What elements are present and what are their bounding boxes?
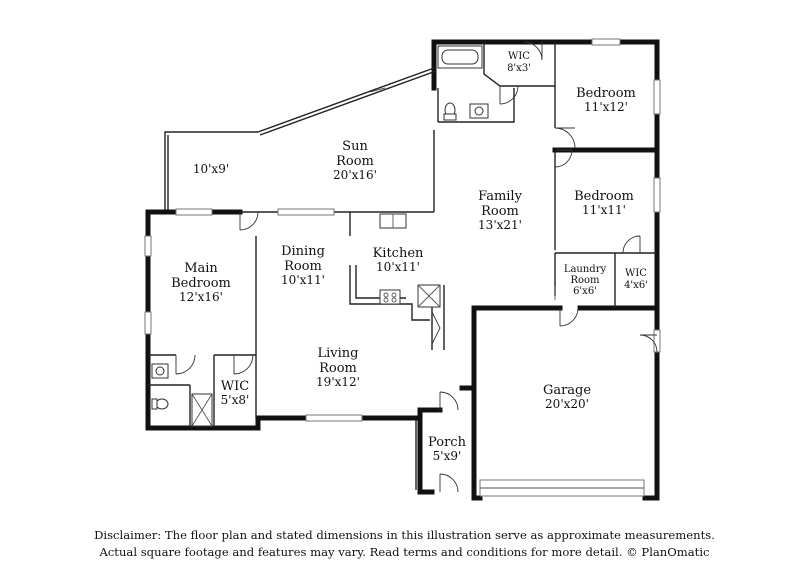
wall-sun-angled-inner	[259, 70, 437, 136]
floor-plan: WIC 8'x3' Bedroom 11'x12' Sun Room 20'x1…	[144, 38, 661, 501]
door-wic-main	[233, 354, 254, 375]
dining-room-label-1: Dining	[281, 244, 325, 259]
door-pantry	[431, 311, 441, 345]
bathtub-basin	[441, 49, 479, 65]
dining-room-label-2: Room	[284, 259, 322, 274]
door-porch	[439, 391, 459, 411]
bedroom-upper-dim: 11'x12'	[584, 100, 628, 114]
dining-room-dim: 10'x11'	[281, 273, 325, 287]
living-room-dim: 19'x12'	[316, 375, 360, 389]
shower-cross	[191, 393, 213, 427]
fixtures	[151, 45, 556, 427]
wall-porch-left	[417, 407, 435, 495]
door-main-bath	[175, 354, 196, 375]
disclaimer-line-2: Actual square footage and features may v…	[99, 545, 710, 559]
sun-room-label-1: Sun	[342, 139, 368, 154]
wall-bath-bottom	[438, 88, 515, 123]
wic-right-dim: 4'x6'	[624, 280, 648, 291]
window	[144, 311, 152, 335]
toilet-tank	[443, 113, 457, 121]
room-labels: WIC 8'x3' Bedroom 11'x12' Sun Room 20'x1…	[171, 51, 648, 463]
door-laundry	[559, 307, 579, 327]
sun-room-dim: 20'x16'	[333, 168, 377, 182]
main-bedroom-dim: 12'x16'	[179, 290, 223, 304]
doors	[175, 41, 658, 493]
bedroom-lower-dim: 11'x11'	[582, 203, 626, 217]
laundry-room-dim: 6'x6'	[573, 286, 597, 297]
window	[591, 38, 621, 46]
door-main	[239, 211, 259, 231]
living-room-label-2: Room	[319, 361, 357, 376]
burner	[391, 292, 397, 298]
wic-bath-dim: 8'x3'	[507, 63, 531, 74]
disclaimer: Disclaimer: The floor plan and stated di…	[0, 527, 809, 561]
wic-main-dim: 5'x8'	[221, 393, 250, 407]
burner	[383, 292, 389, 298]
main-bath-toilet-tank	[151, 398, 158, 410]
porch-dim: 5'x9'	[433, 449, 462, 463]
door-sun-room	[369, 87, 386, 93]
kitchen-label: Kitchen	[373, 246, 424, 261]
wic-right-label: WIC	[625, 268, 647, 279]
laundry-room-label-1: Laundry	[564, 264, 607, 275]
wall-garage-left	[471, 305, 483, 501]
main-bath-toilet	[155, 398, 169, 410]
porch-label: Porch	[428, 435, 467, 450]
wall-wic-top	[483, 42, 555, 87]
wall-sun-side	[164, 131, 258, 212]
wic-main-label: WIC	[221, 379, 249, 394]
door-garage-side	[639, 334, 658, 353]
kitchen-dim: 10'x11'	[376, 260, 420, 274]
interior-walls	[148, 42, 660, 428]
refrigerator-cross	[417, 284, 441, 308]
family-room-dim: 13'x21'	[478, 218, 522, 232]
window	[653, 79, 661, 115]
garage-dim: 20'x20'	[545, 397, 589, 411]
window	[144, 235, 152, 257]
main-bedroom-label-1: Main	[184, 261, 218, 276]
sink-basin	[474, 106, 484, 116]
bedroom-upper-label: Bedroom	[576, 86, 636, 101]
main-bedroom-label-2: Bedroom	[171, 276, 231, 291]
sun-side-dim: 10'x9'	[193, 162, 229, 176]
family-room-label-1: Family	[478, 189, 523, 204]
window	[305, 414, 363, 422]
burner	[391, 297, 397, 303]
wall-living-bottom	[255, 415, 423, 431]
door-bath	[499, 85, 519, 105]
windows	[144, 38, 661, 422]
door-front	[439, 473, 459, 493]
living-room-label-1: Living	[318, 346, 359, 361]
window	[653, 177, 661, 213]
wall-sun-angled	[257, 67, 435, 133]
main-bath-sink-basin	[155, 366, 165, 376]
door-wic-right	[622, 235, 641, 254]
burner	[383, 297, 389, 303]
door-bedroom-upper	[554, 127, 576, 149]
garage-label: Garage	[543, 383, 591, 398]
disclaimer-line-1: Disclaimer: The floor plan and stated di…	[94, 528, 715, 542]
bedroom-lower-label: Bedroom	[574, 189, 634, 204]
window	[277, 208, 335, 216]
stove	[379, 289, 401, 305]
kitchen-counter	[349, 265, 430, 321]
wall-left	[145, 209, 261, 431]
family-room-label-2: Room	[481, 204, 519, 219]
sun-room-label-2: Room	[336, 154, 374, 169]
laundry-room-label-2: Room	[570, 275, 600, 286]
wic-bath-label: WIC	[508, 51, 530, 62]
door-wic-top	[523, 41, 543, 61]
window	[175, 208, 213, 216]
door-bedroom-lower	[554, 149, 573, 168]
